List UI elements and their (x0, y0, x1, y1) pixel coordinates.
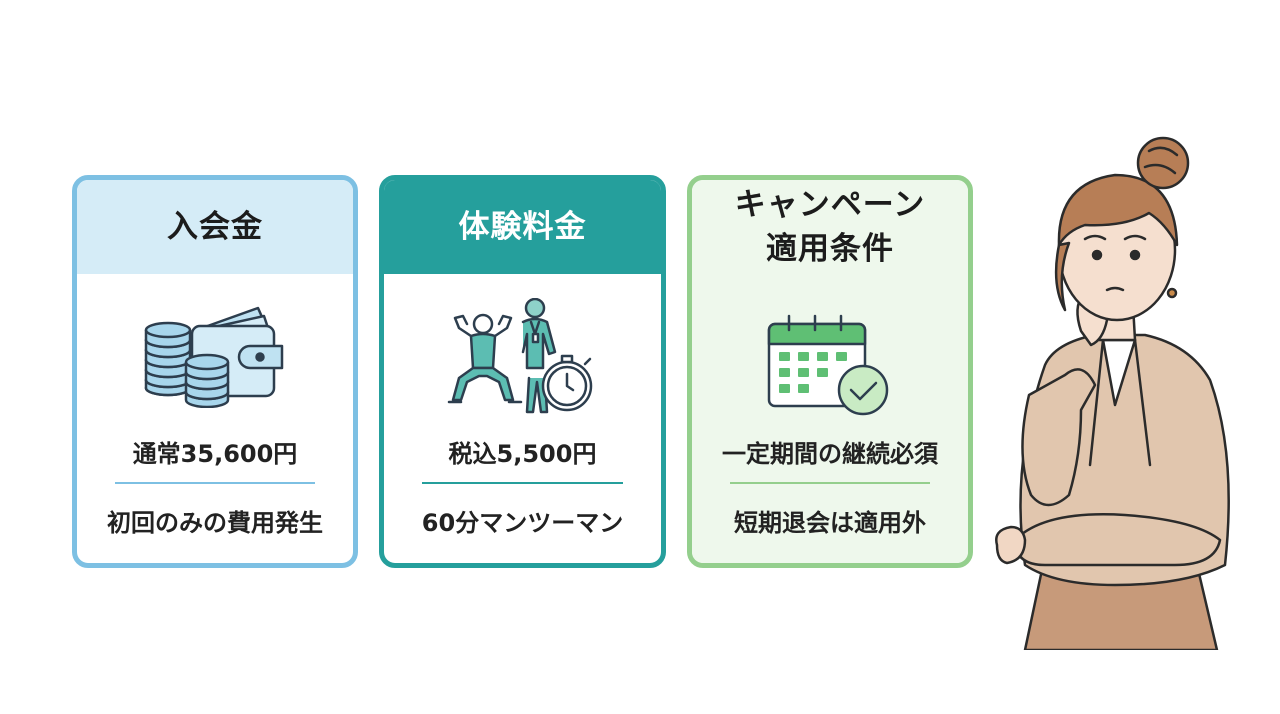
card-title-line-2: 適用条件 (766, 231, 894, 267)
divider (730, 482, 930, 484)
card-title: 入会金 (167, 209, 263, 245)
note-text: 短期退会は適用外 (734, 509, 926, 537)
card-trial-fee: 体験料金 (379, 175, 666, 568)
note-text: 初回のみの費用発生 (107, 509, 323, 537)
divider (422, 482, 623, 484)
price-text: 通常35,600円 (132, 440, 298, 468)
note-text: 60分マンツーマン (421, 509, 624, 537)
calendar-check-icon (765, 314, 895, 422)
trainer-stopwatch-icon (443, 297, 603, 422)
price-text: 税込5,500円 (448, 440, 597, 468)
condition-text: 一定期間の継続必須 (722, 440, 938, 468)
thinking-woman-illustration (985, 135, 1255, 654)
card-header: 体験料金 (384, 180, 661, 274)
card-title-line-1: キャンペーン (734, 187, 926, 223)
card-campaign-conditions: キャンペーン 適用条件 (687, 175, 973, 568)
divider (115, 482, 315, 484)
card-header: キャンペーン 適用条件 (692, 180, 968, 274)
card-header: 入会金 (77, 180, 353, 274)
card-title: 体験料金 (458, 209, 587, 245)
card-admission-fee: 入会金 (72, 175, 358, 568)
coins-wallet-icon (140, 298, 290, 412)
